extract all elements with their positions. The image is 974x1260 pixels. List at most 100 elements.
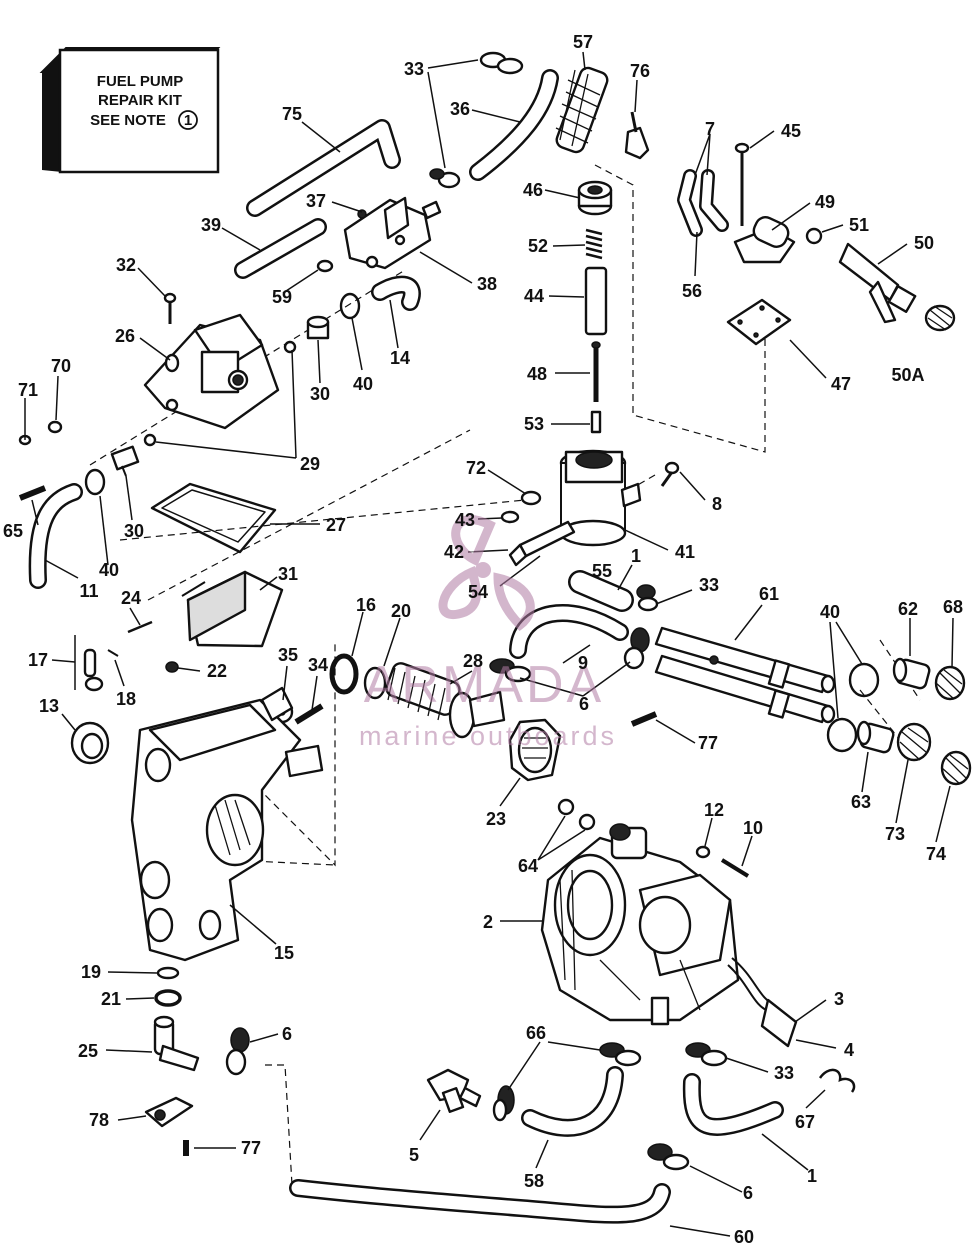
gasket-27: [150, 482, 277, 554]
washer-70: [47, 420, 63, 434]
callout-10: 10: [743, 818, 763, 838]
callout-60: 60: [734, 1227, 754, 1247]
callout-8: 8: [712, 494, 722, 514]
ring-16: [329, 653, 359, 695]
clamp-6-left: [225, 1027, 250, 1076]
bracket-78: [144, 1096, 194, 1128]
callout-50: 50: [914, 233, 934, 253]
callout-2: 2: [483, 912, 493, 932]
fitting-17: [74, 635, 104, 692]
bracket-49: [733, 216, 796, 264]
tube-assembly-61: [654, 626, 836, 724]
callout-9: 9: [578, 653, 588, 673]
callout-18: 18: [116, 689, 136, 709]
callout-41: 41: [675, 542, 695, 562]
callout-77: 77: [698, 733, 718, 753]
watermark: ARMADA marine outboards: [359, 515, 614, 751]
callout-57: 57: [573, 32, 593, 52]
pin-24: [127, 620, 153, 634]
callout-27: 27: [326, 515, 346, 535]
clamp-33-top: [479, 51, 524, 75]
clamp-6-right: [623, 627, 650, 670]
callout-1: 1: [631, 546, 641, 566]
callout-13: 13: [39, 696, 59, 716]
plunger-44: [584, 266, 608, 336]
callout-6-middle: 6: [579, 694, 589, 714]
housing-26: [143, 313, 280, 430]
callout-23: 23: [486, 809, 506, 829]
bolt-34: [294, 703, 324, 725]
callout-42: 42: [444, 542, 464, 562]
cap-50A: [924, 304, 956, 332]
callout-21: 21: [101, 989, 121, 1009]
kit-line-3: SEE NOTE: [90, 112, 166, 129]
kit-line-1: FUEL PUMP: [97, 73, 183, 90]
callout-75: 75: [282, 104, 302, 124]
pin-53: [590, 410, 602, 434]
ring-20: [363, 666, 387, 700]
clip-58: [492, 1085, 515, 1122]
callout-74: 74: [926, 844, 946, 864]
callout-33-middle: 33: [699, 575, 719, 595]
connector-4: [760, 998, 798, 1048]
callout-76: 76: [630, 61, 650, 81]
repair-kit-note-box: FUEL PUMP REPAIR KIT SEE NOTE 1: [39, 47, 221, 174]
washer-64-a: [557, 798, 575, 816]
screw-45: [734, 142, 750, 226]
fitting-42-43-54: [500, 510, 576, 567]
callout-29: 29: [300, 454, 320, 474]
callout-32: 32: [116, 255, 136, 275]
screw-32: [163, 292, 177, 324]
callout-labels: 33 57 76 36 75 7 45 46 49 51 50 37 39 52…: [3, 32, 963, 1247]
callout-3: 3: [834, 989, 844, 1009]
fuel-pump-38: [343, 196, 442, 270]
clamp-74: [940, 750, 972, 786]
clamp-33-pump: [429, 168, 461, 189]
clamp-68: [934, 665, 966, 701]
valve-assembly-50: [838, 242, 917, 324]
callout-65: 65: [3, 521, 23, 541]
callout-25: 25: [78, 1041, 98, 1061]
callout-36: 36: [450, 99, 470, 119]
oring-59: [316, 259, 334, 273]
callout-26: 26: [115, 326, 135, 346]
callout-24: 24: [121, 588, 141, 608]
callout-17: 17: [28, 650, 48, 670]
callout-40-lower: 40: [99, 560, 119, 580]
callout-43: 43: [455, 510, 475, 530]
callout-46: 46: [523, 180, 543, 200]
callout-37: 37: [306, 191, 326, 211]
callout-53: 53: [524, 414, 544, 434]
washer-12: [695, 845, 711, 859]
callout-40: 40: [353, 374, 373, 394]
screw-10: [720, 858, 750, 878]
oring-21: [154, 989, 182, 1007]
parts: [18, 51, 972, 1171]
callout-48: 48: [527, 364, 547, 384]
filter-screen-57: [555, 66, 609, 154]
gasket-plate-47: [726, 298, 792, 346]
clamp-40-upper: [339, 292, 361, 320]
kit-note-number: 1: [184, 112, 192, 129]
fitting-30-upper: [306, 315, 330, 340]
callout-28: 28: [463, 651, 483, 671]
callout-5: 5: [409, 1145, 419, 1165]
screw-71: [18, 410, 32, 446]
callout-54: 54: [468, 582, 488, 602]
watermark-brand: ARMADA: [364, 656, 604, 714]
bracket-31: [181, 570, 284, 648]
ring-51: [805, 227, 823, 245]
callout-16: 16: [356, 595, 376, 615]
bolt-65: [18, 485, 47, 501]
fitting-30-lower: [110, 445, 140, 477]
propeller-logo: [438, 515, 535, 631]
callout-40-right: 40: [820, 602, 840, 622]
callout-51: 51: [849, 215, 869, 235]
fitting-46: [577, 180, 613, 216]
fitting-63: [856, 720, 895, 754]
callout-68: 68: [943, 597, 963, 617]
callout-39: 39: [201, 215, 221, 235]
spring-52: [585, 228, 603, 260]
callout-52: 52: [528, 236, 548, 256]
nut-23: [508, 718, 562, 782]
